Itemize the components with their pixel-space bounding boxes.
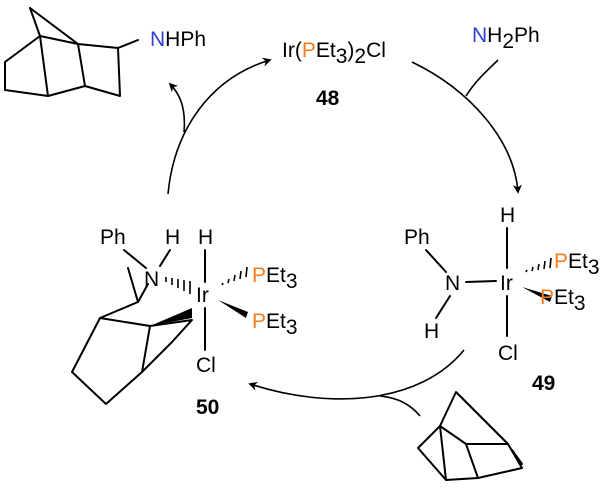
arrow-norbornene-entry: [379, 395, 421, 417]
chloride-label: Cl: [498, 342, 518, 365]
aniline-formula: NH2Ph: [472, 24, 540, 53]
compound-number-49: 49: [532, 372, 555, 395]
bond-n-h: [159, 249, 171, 267]
product-bridge: [29, 7, 41, 37]
hashed-bond-ir-p1: [221, 266, 248, 286]
product-bonds: [4, 35, 139, 97]
arrow-release-product: [168, 82, 186, 133]
hashed-bond-n-ir: [165, 277, 191, 294]
ligand-pet3-bottom: PEt3: [252, 310, 298, 339]
arrow-alkene-insertion: [248, 349, 465, 400]
ligand-pet3-bottom: PEt3: [540, 286, 586, 315]
product-norbornyl-aniline: NHPh: [4, 7, 206, 97]
hydride-label: H: [500, 204, 515, 227]
bond-ph-n: [123, 249, 147, 269]
phenyl-label: Ph: [404, 226, 430, 249]
reagent-norbornene: [417, 391, 523, 481]
arrow-amine-entry: [465, 59, 499, 97]
amine-hydrogen-label: H: [165, 226, 180, 249]
norbornene-double-bond: [511, 449, 523, 465]
norbornyl-ring-bonds: [71, 267, 193, 405]
phosphorus-atom-label: P: [540, 286, 554, 309]
wedge-bond-c-ir: [150, 308, 192, 326]
arrow-regenerate-catalyst: [167, 57, 272, 195]
cycle-arrows: [167, 57, 522, 417]
wedge-bond-ir-p2: [522, 287, 552, 302]
nitrogen-atom-label: N: [150, 28, 165, 51]
norbornene-bonds: [417, 391, 523, 481]
product-amine-label: NHPh: [150, 28, 206, 51]
arrow-oxidative-addition: [411, 61, 522, 194]
nitrogen-atom-label: N: [445, 272, 460, 295]
compound-number-48: 48: [316, 87, 340, 110]
complex-49: Ph N H Ir H Cl PEt3 PEt3 49: [404, 204, 600, 395]
phosphorus-atom-label: P: [302, 39, 316, 62]
wedge-bond-ir-p2: [218, 300, 248, 318]
catalyst-formula: Ir(PEt3)2Cl: [282, 39, 386, 68]
nitrogen-atom-label: N: [472, 24, 487, 47]
iridium-atom-label: Ir: [196, 284, 209, 307]
complex-50: Ph H N Ir H Cl PEt3 PEt3 50: [71, 226, 298, 419]
iridium-atom-label: Ir: [500, 272, 513, 295]
phosphorus-atom-label: P: [252, 264, 266, 287]
bond-n-h: [435, 295, 451, 319]
hashed-bond-ir-p1: [525, 257, 552, 273]
chloride-label: Cl: [196, 354, 216, 377]
hydride-label: H: [198, 226, 213, 249]
bond-n-ir: [465, 280, 497, 283]
reagent-aniline: NH2Ph: [472, 24, 540, 53]
phosphorus-atom-label: P: [252, 310, 266, 333]
ligand-pet3-top: PEt3: [252, 264, 298, 293]
compound-number-50: 50: [196, 396, 219, 419]
amine-hydrogen-label: H: [424, 320, 439, 343]
ligand-pet3-top: PEt3: [554, 250, 600, 279]
product-bridge-2: [29, 7, 79, 45]
bond-ph-n: [425, 249, 447, 273]
phenyl-label: Ph: [100, 226, 126, 249]
phosphorus-atom-label: P: [554, 250, 568, 273]
catalyst-48: Ir(PEt3)2Cl 48: [282, 39, 386, 110]
